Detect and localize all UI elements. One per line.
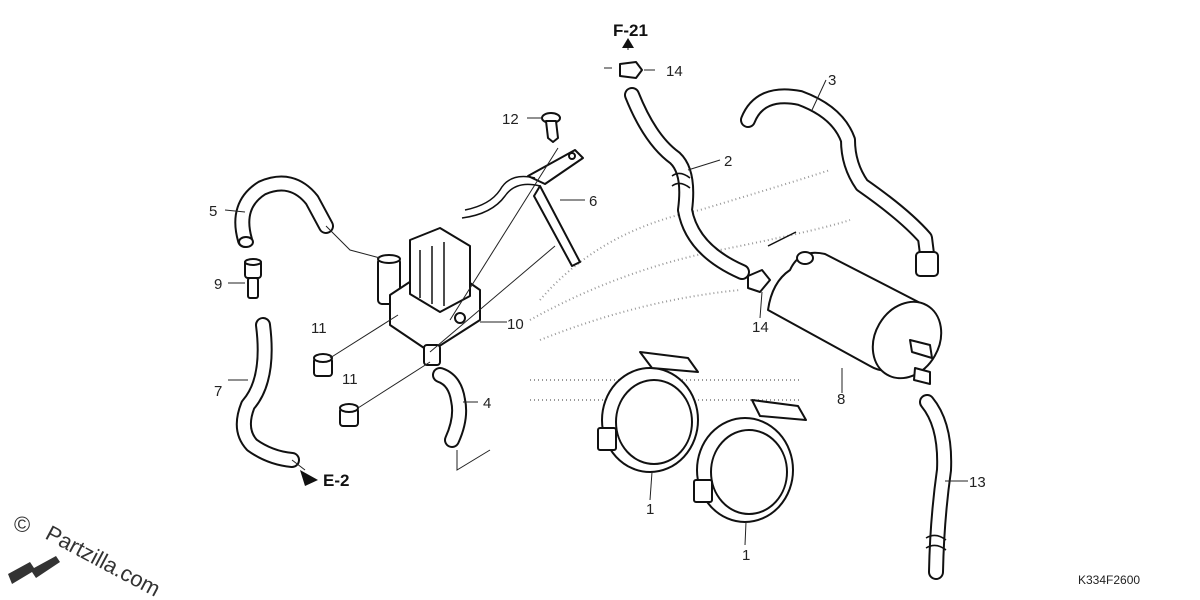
callout-1-upper[interactable]: 1 <box>646 501 654 518</box>
part-3-hose[interactable] <box>740 88 939 277</box>
callout-2[interactable]: 2 <box>724 153 732 170</box>
callout-14-lower[interactable]: 14 <box>752 319 769 336</box>
watermark-site-name: Partzilla.com <box>42 520 165 600</box>
callout-13[interactable]: 13 <box>969 474 986 491</box>
part-13-hose[interactable] <box>919 394 953 580</box>
callout-11-lower[interactable]: 11 <box>342 371 358 388</box>
part-7-hose[interactable] <box>235 317 300 468</box>
ref-label-f21[interactable]: F-21 <box>613 21 648 40</box>
part-9-fitting[interactable] <box>244 258 262 299</box>
diagram-code: K334F2600 <box>1078 573 1140 587</box>
callout-12[interactable]: 12 <box>502 111 519 128</box>
callout-4[interactable]: 4 <box>483 395 491 412</box>
part-11-bolt-lower[interactable] <box>339 403 359 427</box>
leader-lines <box>224 40 968 546</box>
ref-label-e2[interactable]: E-2 <box>323 471 349 490</box>
part-14-clamp-lower[interactable] <box>747 269 771 293</box>
part-1-band-lower[interactable] <box>693 399 807 523</box>
part-6-bracket[interactable] <box>461 149 584 267</box>
part-1-band-upper[interactable] <box>597 351 699 473</box>
callout-3[interactable]: 3 <box>828 72 836 89</box>
part-2-hose[interactable] <box>624 87 750 280</box>
callout-5[interactable]: 5 <box>209 203 217 220</box>
copyright-symbol: © <box>14 512 30 537</box>
part-8-canister[interactable] <box>767 231 955 391</box>
arrow-to-f21 <box>622 38 634 48</box>
part-12-screw[interactable] <box>541 112 561 143</box>
callout-7[interactable]: 7 <box>214 383 222 400</box>
part-11-bolt-upper[interactable] <box>313 353 333 377</box>
callout-8[interactable]: 8 <box>837 391 845 408</box>
part-10-solenoid-valve[interactable] <box>377 227 481 366</box>
watermark-arrow-icon <box>8 556 60 584</box>
callout-6[interactable]: 6 <box>589 193 597 210</box>
callout-1-lower[interactable]: 1 <box>742 547 750 564</box>
part-14-clamp-upper[interactable] <box>619 61 643 79</box>
callout-11-upper[interactable]: 11 <box>311 320 327 337</box>
arrow-to-e2 <box>300 470 318 486</box>
callout-14-upper[interactable]: 14 <box>666 63 683 80</box>
part-4-hose[interactable] <box>432 367 468 448</box>
partzilla-watermark: © Partzilla.com <box>8 512 165 600</box>
callout-9[interactable]: 9 <box>214 276 222 293</box>
callout-10[interactable]: 10 <box>507 316 524 333</box>
part-5-hose[interactable] <box>234 175 334 248</box>
